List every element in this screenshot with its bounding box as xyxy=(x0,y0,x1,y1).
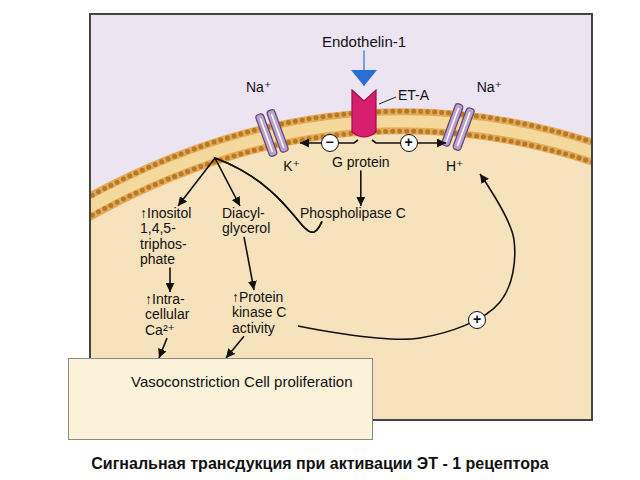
lipid-heads xyxy=(90,111,592,202)
effect-label: ↑Intra- cellular Ca²⁺ xyxy=(145,292,215,338)
node-text: Na⁺ xyxy=(246,80,271,95)
sign-circle: − xyxy=(321,134,339,152)
leader-line xyxy=(379,97,396,104)
node-text: H⁺ xyxy=(446,159,464,174)
signal-arrow xyxy=(298,174,515,339)
node-text: G protein xyxy=(332,155,390,170)
second-messenger: Diacyl- glycerol xyxy=(222,206,276,237)
signal-arrow xyxy=(226,336,244,358)
signal-arrow xyxy=(360,170,362,206)
caption: Сигнальная трансдукция при активации ЭТ … xyxy=(0,455,640,473)
ion-channel: Na⁺ K⁺ xyxy=(246,80,300,174)
signal-arrow xyxy=(169,268,171,292)
effect-label: ↑Protein kinase C activity xyxy=(232,290,298,336)
node-text: ET-A xyxy=(398,88,429,103)
node-text: ↑Protein kinase C activity xyxy=(232,290,298,336)
signal-arrow xyxy=(244,237,254,290)
node-text: Endothelin-1 xyxy=(322,34,406,51)
ligand-arrow xyxy=(363,51,364,87)
ion-channel: Na⁺ H⁺ xyxy=(446,80,502,174)
enzyme-label: Phospholipase C xyxy=(300,206,406,221)
cytoplasm xyxy=(90,121,592,420)
sign-circle: + xyxy=(400,134,418,152)
node-text: Phospholipase C xyxy=(300,206,406,221)
membrane xyxy=(90,121,592,212)
ligand-label: Endothelin-1 xyxy=(322,34,406,51)
membrane-core xyxy=(90,121,592,212)
node-text: Vasoconstriction Cell proliferation xyxy=(131,373,362,392)
signal-arrow xyxy=(159,338,167,358)
node-text: Diacyl- glycerol xyxy=(222,206,276,237)
g-protein-label: G protein xyxy=(332,155,390,170)
node-text: Na⁺ xyxy=(477,80,502,95)
receptor-symbol xyxy=(352,90,376,137)
node-text: K⁺ xyxy=(283,159,300,174)
channel-symbol xyxy=(255,109,289,157)
outcome-box: Vasoconstriction Cell proliferation xyxy=(68,358,373,440)
channel-symbol xyxy=(441,103,475,151)
receptor: ET-A xyxy=(350,86,434,140)
second-messenger: ↑Inositol 1,4,5- triphos- phate xyxy=(140,206,210,268)
node-text: ↑Intra- cellular Ca²⁺ xyxy=(145,292,215,338)
sign-circle: + xyxy=(468,311,486,329)
node-text: ↑Inositol 1,4,5- triphos- phate xyxy=(140,206,210,268)
